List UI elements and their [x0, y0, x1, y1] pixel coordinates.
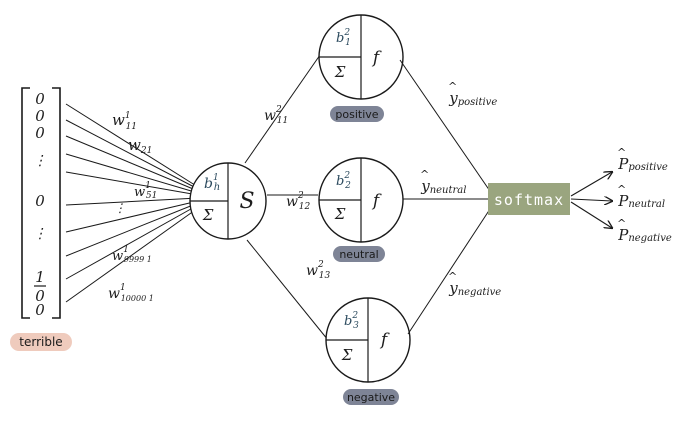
tag-neutral: neutral: [339, 248, 378, 261]
tag-negative: negative: [347, 391, 395, 404]
input-value-one: 1: [35, 268, 45, 286]
output-activation: f: [371, 48, 382, 68]
softmax-connections: [399, 59, 493, 335]
input-connection-line: [65, 204, 199, 280]
tag-positive: positive: [335, 108, 378, 121]
left-bracket: [21, 87, 30, 319]
input-value: 0: [35, 192, 45, 210]
input-vector: 0 0 0 ⋮ 0 ⋮ 1 0 0: [21, 87, 61, 319]
sigmoid-activation: S: [239, 189, 254, 214]
input-connection-line: [65, 171, 199, 196]
softmax-background: [488, 183, 570, 215]
token-tag-background: [10, 333, 72, 351]
input-connection-line: [65, 153, 199, 194]
hidden-connection-line: [244, 54, 321, 164]
softmax-box: softmax: [488, 183, 570, 215]
output-arrows: [570, 172, 612, 228]
input-value: 0: [35, 301, 45, 319]
yhat-positive: ^ypositive: [448, 80, 497, 108]
yhat-negative: ^ynegative: [448, 270, 501, 298]
weight-label: w21: [128, 136, 152, 156]
output-activation: f: [371, 191, 382, 211]
input-connection-line: [65, 119, 199, 190]
hidden-connections: [244, 54, 329, 341]
input-connections: [65, 103, 199, 303]
input-connection-line: [65, 135, 199, 192]
input-connection-line: [65, 103, 199, 188]
input-connection-line: [65, 200, 199, 233]
input-value: 0: [35, 124, 45, 142]
softmax-connection-line: [399, 59, 493, 195]
output-sum-symbol: Σ: [334, 205, 346, 223]
output-arrow: [570, 199, 612, 201]
output-sum-symbol: Σ: [334, 63, 346, 81]
hidden-connection-line: [246, 239, 329, 341]
prob-negative: ^Pnegative: [617, 217, 672, 244]
yhat-neutral: ^yneutral: [420, 168, 466, 196]
probability-labels: ^Ppositive ^Pneutral ^Pnegative: [617, 146, 672, 244]
output-activation: f: [379, 330, 390, 350]
hidden-sum-symbol: Σ: [202, 206, 214, 224]
tag-background: [330, 106, 384, 122]
prob-positive: ^Ppositive: [617, 146, 668, 173]
output-sum-symbol: Σ: [341, 346, 353, 364]
tag-background: [343, 389, 399, 405]
weights-ellipsis: ⋮: [114, 201, 126, 215]
input-value: 0: [35, 107, 45, 125]
output-arrow: [570, 201, 612, 228]
yhat-labels: ^ypositive ^yneutral ^ynegative: [420, 80, 501, 298]
input-value: 0: [35, 90, 45, 108]
softmax-label: softmax: [494, 191, 564, 209]
input-ellipsis: ⋮: [33, 153, 47, 169]
output-arrow: [570, 172, 612, 197]
input-ellipsis: ⋮: [33, 226, 47, 242]
input-value: 0: [35, 287, 45, 305]
output-node-tags: positive neutral negative: [330, 106, 399, 405]
tag-background: [333, 246, 385, 262]
softmax-connection-line: [407, 205, 493, 335]
input-connection-line: [65, 207, 199, 303]
prob-neutral: ^Pneutral: [617, 183, 665, 210]
token-label: terrible: [19, 335, 62, 349]
input-connection-line: [65, 202, 199, 257]
token-tag: terrible: [10, 333, 72, 351]
right-bracket: [52, 87, 61, 319]
input-connection-line: [65, 197, 199, 206]
